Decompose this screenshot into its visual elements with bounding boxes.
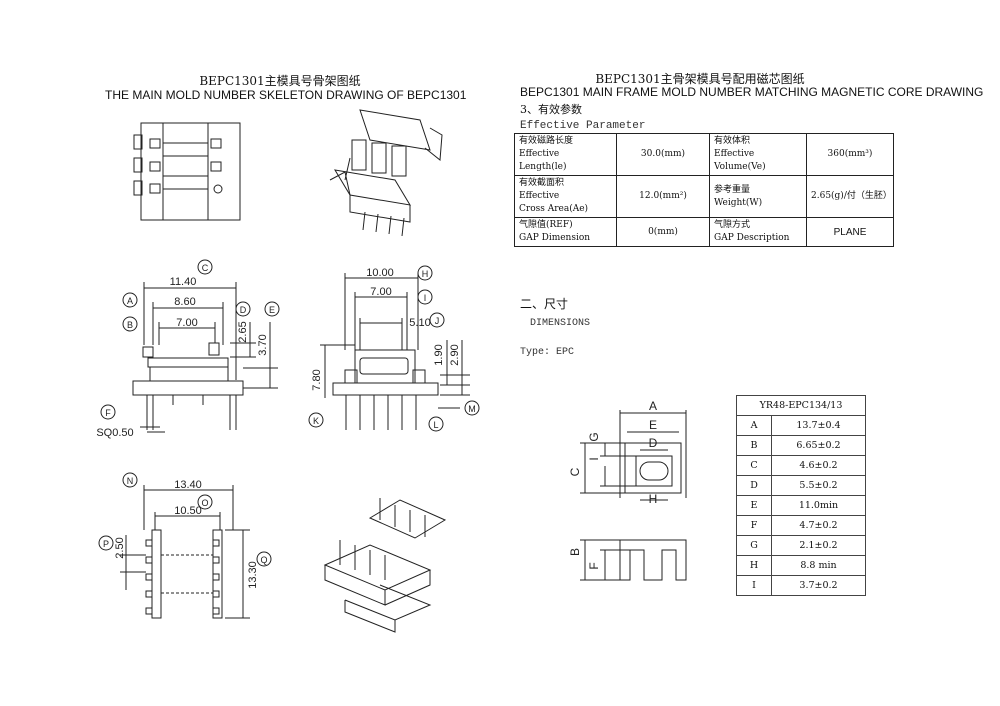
core-type-label: Type: EPC (520, 347, 575, 358)
callout-letter: H (422, 269, 429, 279)
callout-letter: E (269, 305, 275, 315)
dim-label: 7.00 (370, 286, 391, 298)
param-label-cn: 气隙值(REF) (519, 220, 573, 230)
param-label-en: Effective (519, 191, 560, 201)
param-label-en: Effective (714, 149, 755, 159)
callout-letter: J (435, 316, 440, 326)
param-label-cell: 气隙值(REF) GAP Dimension (514, 217, 617, 247)
param-label-cn: 有效截面积 (519, 178, 565, 188)
param-value: 12.0(mm²) (616, 175, 710, 218)
dim-label: 2.90 (449, 344, 461, 365)
core-letter: E (649, 418, 657, 432)
callout-letter: L (433, 420, 438, 430)
dim-label: 5.10 (409, 317, 430, 329)
param-label-cn: 有效体积 (714, 136, 751, 146)
dim-label: 13.30 (247, 561, 259, 589)
param-label-cn: 气隙方式 (714, 220, 751, 230)
core-letter: G (587, 432, 601, 441)
dim-label: 8.60 (174, 296, 195, 308)
callout-letter: B (127, 320, 133, 330)
param-label-en: GAP Dimension (519, 233, 591, 243)
left-title-en: THE MAIN MOLD NUMBER SKELETON DRAWING OF… (105, 88, 467, 102)
dim-label: 7.00 (176, 317, 197, 329)
callout-letter: K (313, 416, 319, 426)
core-letter: D (649, 436, 658, 450)
core-letter: H (649, 492, 658, 506)
param-label-en: Effective (519, 149, 560, 159)
right-title-cn: BEPC1301主骨架模具号配用磁芯图纸 (595, 72, 805, 86)
dim-label: 10.00 (366, 267, 394, 279)
left-title-cn: BEPC1301主模具号骨架图纸 (199, 74, 361, 88)
dim-heading-en: DIMENSIONS (530, 318, 591, 329)
dim-label: 1.90 (433, 344, 445, 365)
bobbin-bottom-view (98, 472, 272, 619)
bobbin-top-view (133, 122, 241, 221)
param-label-cell: 有效体积 Effective Volume(Ve) (709, 133, 807, 176)
dim-label: 11.40 (170, 276, 197, 288)
param-label-en: Length(le) (519, 162, 567, 172)
callout-letter: O (201, 498, 208, 508)
param-label-cn: 有效磁路长度 (519, 136, 574, 146)
param-label-cn: 参考重量 (714, 184, 751, 195)
bobbin-front-view (100, 259, 280, 433)
param-value: 0(mm) (616, 217, 710, 247)
core-letter: A (649, 399, 657, 413)
callout-letter: Q (260, 555, 267, 565)
core-drawing (580, 410, 687, 581)
dim-label: 3.70 (257, 334, 269, 355)
param-label-cell: 气隙方式 GAP Description (709, 217, 807, 247)
effective-parameter-table: 有效磁路长度 Effective Length(le) 30.0(mm) 有效体… (514, 133, 894, 247)
right-title-en: BEPC1301 MAIN FRAME MOLD NUMBER MATCHING… (520, 85, 984, 99)
dim-label: 7.80 (311, 369, 323, 390)
param-row: 有效磁路长度 Effective Length(le) 30.0(mm) 有效体… (514, 133, 894, 176)
dim-label: SQ0.50 (96, 427, 133, 439)
param-label-cell: 有效磁路长度 Effective Length(le) (514, 133, 617, 176)
callout-letter: M (468, 404, 476, 414)
dim-label: 2.65 (237, 321, 249, 342)
dim-heading-cn: 二、尺寸 (520, 297, 569, 311)
core-letter: B (568, 548, 582, 556)
callout-letter: C (202, 263, 209, 273)
bobbin-isometric-bottom (323, 498, 447, 633)
param-label-en: GAP Description (714, 233, 790, 243)
callout-letter: I (424, 293, 427, 303)
callout-letter: D (240, 305, 247, 315)
core-letter: I (587, 457, 601, 460)
callout-letter: N (127, 476, 134, 486)
dim-value: 3.7±0.2 (771, 575, 866, 596)
dim-label: 2.50 (114, 537, 126, 558)
param-label-en: Volume(Ve) (714, 162, 766, 172)
callout-letter: F (105, 408, 111, 418)
bobbin-side-view (308, 265, 480, 432)
callout-letter: P (103, 539, 109, 549)
bobbin-isometric-top (329, 109, 443, 237)
core-letter: F (587, 562, 601, 569)
dim-label: 10.50 (174, 505, 202, 517)
param-heading-en: Effective Parameter (520, 120, 646, 132)
param-row: 气隙值(REF) GAP Dimension 0(mm) 气隙方式 GAP De… (514, 217, 894, 247)
core-letter: C (568, 467, 582, 476)
param-label-en: Weight(W) (714, 197, 763, 208)
callout-letter: A (127, 296, 133, 306)
param-heading-cn: 3、有效参数 (520, 103, 582, 116)
dim-label: 13.40 (174, 479, 202, 491)
param-label-en: Cross Area(Ae) (519, 204, 589, 214)
param-value: PLANE (806, 217, 894, 247)
